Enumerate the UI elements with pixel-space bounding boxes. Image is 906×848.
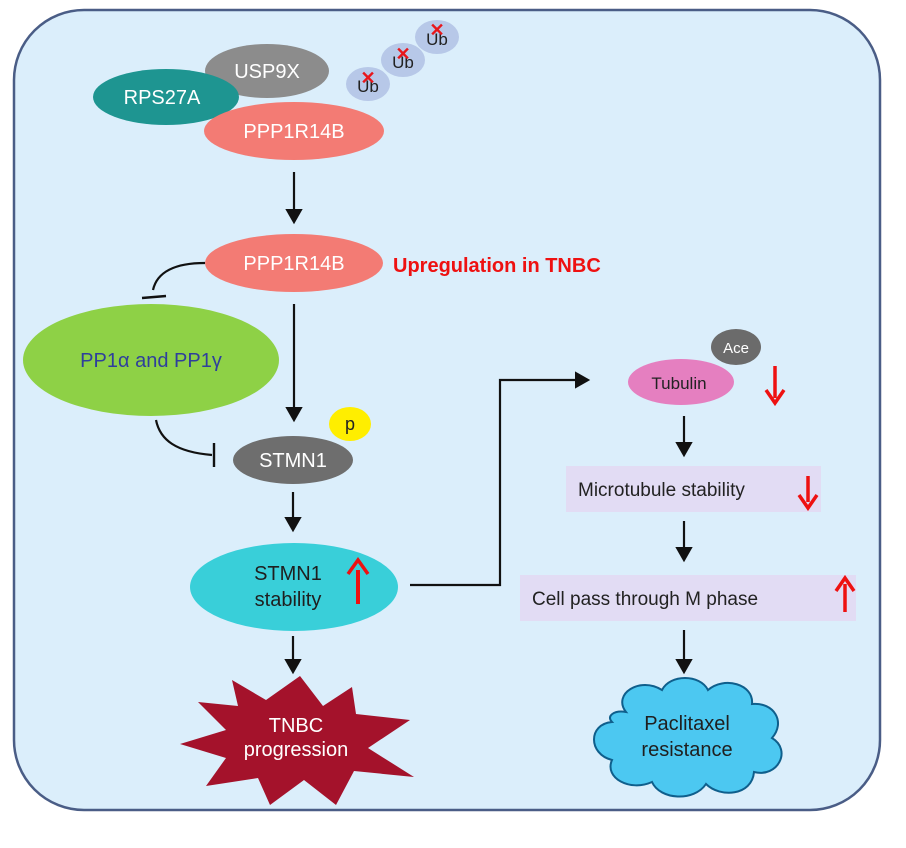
stmn1-label: STMN1 xyxy=(259,450,327,472)
arrow-stability-to-tubulin xyxy=(410,371,591,587)
acetylation-label: Ace xyxy=(723,340,749,357)
microtubule-stability-box xyxy=(566,466,821,512)
microtubule-stability-label: Microtubule stability xyxy=(578,480,745,501)
ppp1r14b-complex-node xyxy=(204,102,384,160)
m-phase-box xyxy=(520,575,856,621)
upregulation-annotation: Upregulation in TNBC xyxy=(393,255,601,277)
ubiquitin-2: Ub ✕ xyxy=(381,43,425,77)
paclitaxel-line1: Paclitaxel xyxy=(644,713,730,735)
tnbc-line2: progression xyxy=(244,739,349,761)
tnbc-starburst xyxy=(180,676,414,805)
rps27a-node xyxy=(93,69,239,125)
ubiquitin-label: Ub xyxy=(392,53,414,72)
ubiquitin-label: Ub xyxy=(426,30,448,49)
inhibition-bar xyxy=(141,294,167,300)
removed-mark-icon: ✕ xyxy=(395,44,410,64)
ubiquitin-3: Ub ✕ xyxy=(415,20,459,54)
phospho-label: p xyxy=(345,414,355,434)
stmn1-stability-line1: STMN1 xyxy=(254,563,322,585)
ubiquitin-chain: Ub ✕ Ub ✕ Ub ✕ xyxy=(346,20,459,101)
acetylation-marker xyxy=(711,329,761,365)
tnbc-line1: TNBC xyxy=(269,715,323,737)
ubiquitin-label: Ub xyxy=(357,77,379,96)
pp1-label: PP1α and PP1γ xyxy=(80,350,222,372)
up-arrow-icon xyxy=(346,556,370,604)
m-phase-label: Cell pass through M phase xyxy=(532,589,758,610)
tubulin-label: Tubulin xyxy=(651,374,706,393)
rps27a-label: RPS27A xyxy=(124,87,201,109)
stmn1-node xyxy=(233,436,353,484)
paclitaxel-line2: resistance xyxy=(641,739,732,761)
phospho-marker xyxy=(329,407,371,441)
paclitaxel-cloud xyxy=(593,677,783,798)
usp9x-node xyxy=(205,44,329,98)
ubiquitin-1: Ub ✕ xyxy=(346,67,390,101)
ppp1r14b-node xyxy=(205,234,383,292)
usp9x-label: USP9X xyxy=(234,61,300,83)
tubulin-node xyxy=(628,359,734,405)
down-arrow-icon xyxy=(797,476,819,512)
removed-mark-icon: ✕ xyxy=(429,20,444,40)
deubiquitination-complex: USP9X RPS27A PPP1R14B xyxy=(93,44,384,160)
down-arrow-icon xyxy=(764,366,786,407)
ppp1r14b-complex-label: PPP1R14B xyxy=(243,121,344,143)
pp1-node xyxy=(23,304,279,416)
stmn1-stability-line2: stability xyxy=(255,589,322,611)
stmn1-stability-node xyxy=(190,543,398,631)
ppp1r14b-label: PPP1R14B xyxy=(243,253,344,275)
removed-mark-icon: ✕ xyxy=(360,68,375,88)
inhibition-pp1-to-stmn1 xyxy=(154,419,213,457)
inhibition-ppp1r14b-to-pp1 xyxy=(151,261,206,291)
up-arrow-icon xyxy=(834,574,856,612)
